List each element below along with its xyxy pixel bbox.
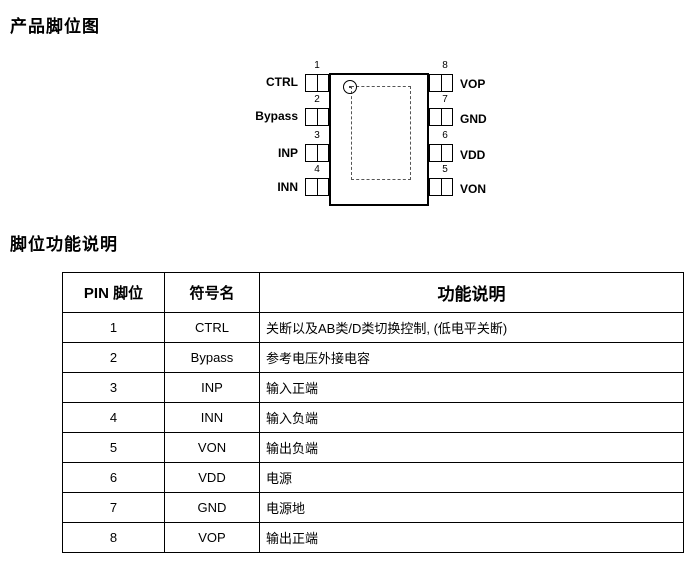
cell-description: 电源 xyxy=(259,462,684,493)
table-row: 5 VON 输出负端 xyxy=(62,432,684,463)
cell-pin: 3 xyxy=(62,372,165,403)
cell-description: 输入正端 xyxy=(259,372,684,403)
header-pin: PIN 脚位 xyxy=(62,272,165,313)
pinout-heading: 产品脚位图 xyxy=(10,17,100,37)
cell-pin: 6 xyxy=(62,462,165,493)
table-row: 8 VOP 输出正端 xyxy=(62,522,684,553)
pin-label: INP xyxy=(277,146,298,160)
cell-symbol: VON xyxy=(164,432,260,463)
pin1-marker-icon xyxy=(343,80,357,94)
pin-6 xyxy=(429,144,453,162)
pin-number: 5 xyxy=(442,164,448,175)
pin-8 xyxy=(429,74,453,92)
table-header-row: PIN 脚位 符号名 功能说明 xyxy=(62,272,684,313)
pin-2 xyxy=(305,108,329,126)
cell-symbol: Bypass xyxy=(164,342,260,373)
cell-symbol: GND xyxy=(164,492,260,523)
cell-pin: 1 xyxy=(62,312,165,343)
table-row: 6 VDD 电源 xyxy=(62,462,684,493)
table-row: 1 CTRL 关断以及AB类/D类切换控制, (低电平关断) xyxy=(62,312,684,343)
chip-pinout-diagram: 1 2 3 4 CTRL Bypass INP INN 8 7 6 5 VOP … xyxy=(250,58,510,218)
exposed-pad-outline xyxy=(351,86,411,180)
pin-number: 4 xyxy=(314,164,320,175)
pin-number: 8 xyxy=(442,60,448,71)
cell-symbol: VOP xyxy=(164,522,260,553)
cell-description: 输出负端 xyxy=(259,432,684,463)
header-symbol: 符号名 xyxy=(164,272,260,313)
pin-label: VON xyxy=(460,182,487,196)
cell-symbol: INP xyxy=(164,372,260,403)
pin-number: 2 xyxy=(314,94,320,105)
pin-5 xyxy=(429,178,453,196)
cell-pin: 4 xyxy=(62,402,165,433)
cell-pin: 7 xyxy=(62,492,165,523)
pin-7 xyxy=(429,108,453,126)
pin-label: VDD xyxy=(460,148,486,162)
pin-label: VOP xyxy=(460,77,486,91)
pin-1 xyxy=(305,74,329,92)
cell-pin: 2 xyxy=(62,342,165,373)
pin-3 xyxy=(305,144,329,162)
table-row: 7 GND 电源地 xyxy=(62,492,684,523)
pin-function-table: PIN 脚位 符号名 功能说明 1 CTRL 关断以及AB类/D类切换控制, (… xyxy=(62,272,684,553)
cell-description: 电源地 xyxy=(259,492,684,523)
table-row: 2 Bypass 参考电压外接电容 xyxy=(62,342,684,373)
table-row: 3 INP 输入正端 xyxy=(62,372,684,403)
chip-body xyxy=(329,73,429,206)
pin-number: 7 xyxy=(442,94,448,105)
table-row: 4 INN 输入负端 xyxy=(62,402,684,433)
function-heading: 脚位功能说明 xyxy=(10,235,118,255)
cell-symbol: INN xyxy=(164,402,260,433)
pin-label: INN xyxy=(277,180,298,194)
header-function: 功能说明 xyxy=(259,272,684,313)
cell-pin: 8 xyxy=(62,522,165,553)
pin-label: GND xyxy=(460,112,487,126)
cell-description: 参考电压外接电容 xyxy=(259,342,684,373)
cell-symbol: CTRL xyxy=(164,312,260,343)
cell-pin: 5 xyxy=(62,432,165,463)
pin-number: 6 xyxy=(442,130,448,141)
cell-description: 关断以及AB类/D类切换控制, (低电平关断) xyxy=(259,312,684,343)
pin-number: 3 xyxy=(314,130,320,141)
pin-number: 1 xyxy=(314,60,320,71)
pin-4 xyxy=(305,178,329,196)
pin-label: CTRL xyxy=(266,75,298,89)
cell-symbol: VDD xyxy=(164,462,260,493)
pin-label: Bypass xyxy=(255,109,298,123)
cell-description: 输入负端 xyxy=(259,402,684,433)
cell-description: 输出正端 xyxy=(259,522,684,553)
